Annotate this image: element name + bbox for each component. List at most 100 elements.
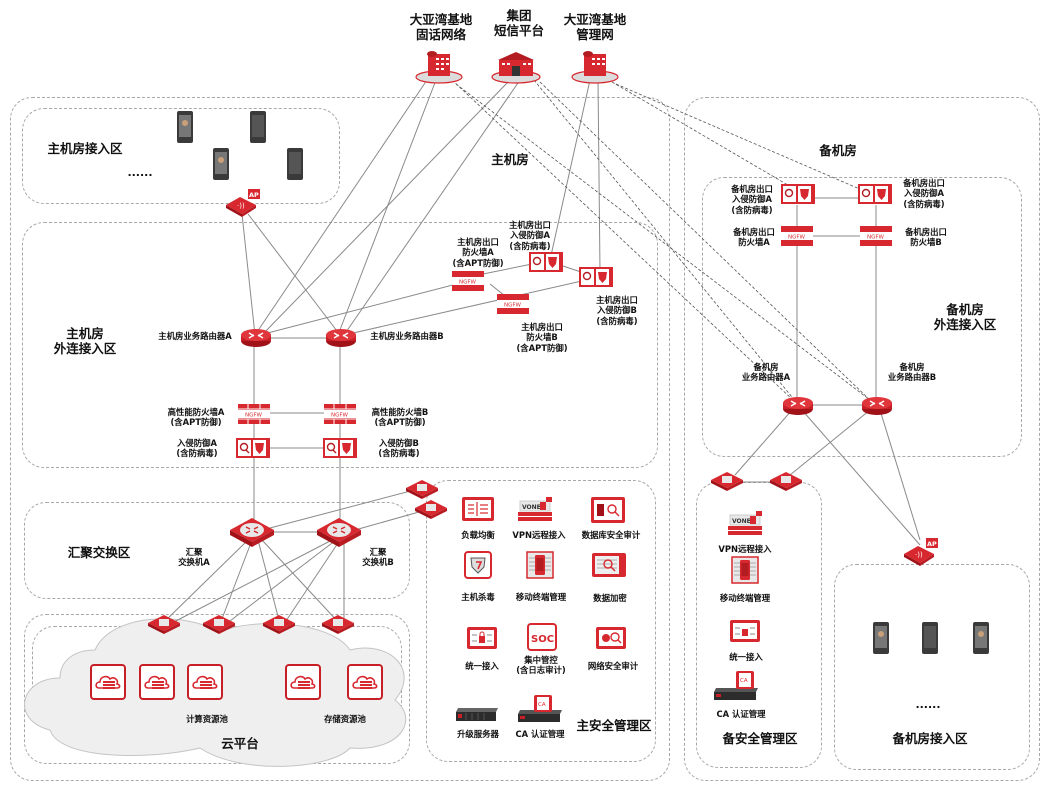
label-aggregation: 汇聚交换区	[67, 545, 131, 560]
label-ca: CA 认证管理	[515, 729, 565, 739]
mobile-phone-icon[interactable]	[873, 622, 889, 654]
exit-ips-icon-a[interactable]	[529, 252, 563, 272]
label-main-router-a: 主机房业务路由器A	[158, 331, 232, 341]
cloud-server-icon[interactable]	[187, 664, 223, 700]
host-antivirus-icon[interactable]	[464, 551, 492, 579]
label-exit-ips-b: 主机房出口 入侵防御B (含防病毒)	[596, 295, 638, 326]
exit-firewall-icon-b[interactable]: NGFW	[497, 294, 529, 314]
router-icon-main-a[interactable]	[240, 328, 272, 348]
firewall-icon-b[interactable]: NGFW	[324, 404, 356, 424]
mdm-icon[interactable]	[731, 556, 759, 584]
load-balancer-icon[interactable]	[462, 497, 494, 521]
label-backup-access: 备机房接入区	[892, 731, 968, 746]
mobile-phone-icon[interactable]	[177, 111, 193, 143]
mobile-phone-icon[interactable]	[287, 148, 303, 180]
svg-text:·)): ·))	[915, 551, 923, 559]
data-encryption-icon[interactable]	[592, 553, 626, 577]
access-switch-icon[interactable]	[414, 498, 448, 520]
label-soc: 集中管控 (含日志审计)	[516, 655, 566, 676]
svg-text:VONE: VONE	[732, 518, 751, 525]
network-audit-icon[interactable]	[596, 627, 626, 649]
label-db-audit: 数据库安全审计	[581, 530, 641, 540]
mobile-phone-icon[interactable]	[213, 148, 229, 180]
svg-text:AP: AP	[249, 191, 259, 199]
label-ips-b: 入侵防御B (含防病毒)	[378, 438, 420, 459]
ips-icon-a[interactable]	[236, 438, 270, 458]
svg-text:NGFW: NGFW	[504, 303, 522, 309]
mobile-phone-icon[interactable]	[973, 622, 989, 654]
zone-main-security	[426, 480, 656, 762]
building-icon-sms[interactable]	[490, 48, 542, 84]
building-icon-mgmt[interactable]	[570, 48, 620, 84]
label-backup-ca: CA 认证管理	[716, 709, 766, 719]
upgrade-server-icon[interactable]	[454, 706, 500, 722]
cloud-server-icon[interactable]	[90, 664, 126, 700]
label-storage-pool: 存储资源池	[324, 714, 366, 724]
access-switch-icon[interactable]	[321, 613, 355, 635]
router-icon-main-b[interactable]	[325, 328, 357, 348]
zone-backup-security	[696, 482, 822, 768]
label-host-antivirus: 主机杀毒	[461, 592, 495, 602]
vpn-icon[interactable]: VONE	[728, 511, 764, 539]
wireless-ap-icon[interactable]: ·)) AP	[902, 538, 940, 566]
vpn-icon[interactable]: VONE	[518, 497, 554, 525]
svg-text:AP: AP	[927, 540, 937, 548]
storage-server-icon[interactable]	[285, 664, 321, 700]
label-backup-external: 备机房 外连接入区	[933, 302, 997, 333]
label-switch-a: 汇聚 交换机A	[178, 547, 210, 568]
label-exit-fw-b: 主机房出口 防火墙B (含APT防御)	[516, 322, 568, 353]
label-vpn: VPN远程接入	[512, 530, 566, 540]
backup-exit-firewall-icon-b[interactable]: NGFW	[860, 226, 892, 246]
access-switch-icon[interactable]	[405, 478, 439, 500]
label-upgrade-server: 升级服务器	[457, 729, 499, 739]
access-switch-icon[interactable]	[147, 613, 181, 635]
access-switch-icon[interactable]	[262, 613, 296, 635]
building-icon-landline[interactable]	[414, 48, 464, 84]
backup-exit-ips-icon-a[interactable]	[781, 184, 815, 204]
access-switch-icon[interactable]	[202, 613, 236, 635]
backup-exit-ips-icon-b[interactable]	[858, 184, 892, 204]
zone-backup-access	[834, 564, 1030, 770]
svg-text:CA: CA	[740, 678, 748, 684]
ips-icon-b[interactable]	[323, 438, 357, 458]
access-switch-icon[interactable]	[710, 470, 744, 492]
wireless-ap-icon[interactable]: ·))AP	[224, 189, 262, 217]
label-landline-network: 大亚湾基地 固话网络	[409, 12, 473, 43]
backup-exit-firewall-icon-a[interactable]: NGFW	[781, 226, 813, 246]
ca-icon[interactable]: CA	[712, 670, 762, 702]
core-switch-icon-b[interactable]	[315, 516, 363, 548]
soc-icon[interactable]: SOC	[527, 623, 557, 651]
svg-text:NGFW: NGFW	[331, 413, 349, 419]
label-network-audit: 网络安全审计	[587, 661, 639, 671]
svg-text:VONE: VONE	[522, 504, 541, 511]
label-backup-mdm: 移动终端管理	[719, 593, 771, 603]
label-backup-room: 备机房	[819, 143, 857, 158]
label-main-security: 主安全管理区	[576, 718, 652, 733]
exit-ips-icon-b[interactable]	[579, 267, 613, 287]
label-backup-exit-ips-a: 备机房出口 入侵防御A (含防病毒)	[731, 184, 773, 215]
label-backup-exit-fw-a: 备机房出口 防火墙A	[733, 227, 775, 248]
label-data-encryption: 数据加密	[593, 593, 627, 603]
exit-firewall-icon-a[interactable]: NGFW	[452, 271, 484, 291]
label-fw-b: 高性能防火墙B (含APT防御)	[371, 407, 429, 428]
core-switch-icon-a[interactable]	[228, 516, 276, 548]
router-icon-backup-a[interactable]	[782, 396, 814, 416]
cloud-server-icon[interactable]	[139, 664, 175, 700]
label-sms-platform: 集团 短信平台	[493, 8, 544, 39]
mobile-phone-icon[interactable]	[922, 622, 938, 654]
label-mgmt-network: 大亚湾基地 管理网	[563, 12, 627, 43]
mobile-phone-icon[interactable]	[250, 111, 266, 143]
router-icon-backup-b[interactable]	[861, 396, 893, 416]
ca-icon[interactable]: CA	[516, 694, 566, 724]
label-backup-router-a: 备机房 业务路由器A	[741, 362, 791, 383]
storage-server-icon[interactable]	[347, 664, 383, 700]
label-cloud-platform: 云平台	[221, 736, 259, 751]
mdm-icon[interactable]	[526, 551, 554, 579]
db-audit-icon[interactable]	[591, 497, 625, 523]
access-switch-icon[interactable]	[769, 470, 803, 492]
unified-access-icon[interactable]	[467, 627, 497, 649]
unified-access-icon[interactable]	[730, 620, 760, 642]
firewall-icon-a[interactable]: NGFW	[238, 404, 270, 424]
label-compute-pool: 计算资源池	[186, 714, 228, 724]
label-backup-exit-ips-b: 备机房出口 入侵防御A (含防病毒)	[903, 178, 945, 209]
